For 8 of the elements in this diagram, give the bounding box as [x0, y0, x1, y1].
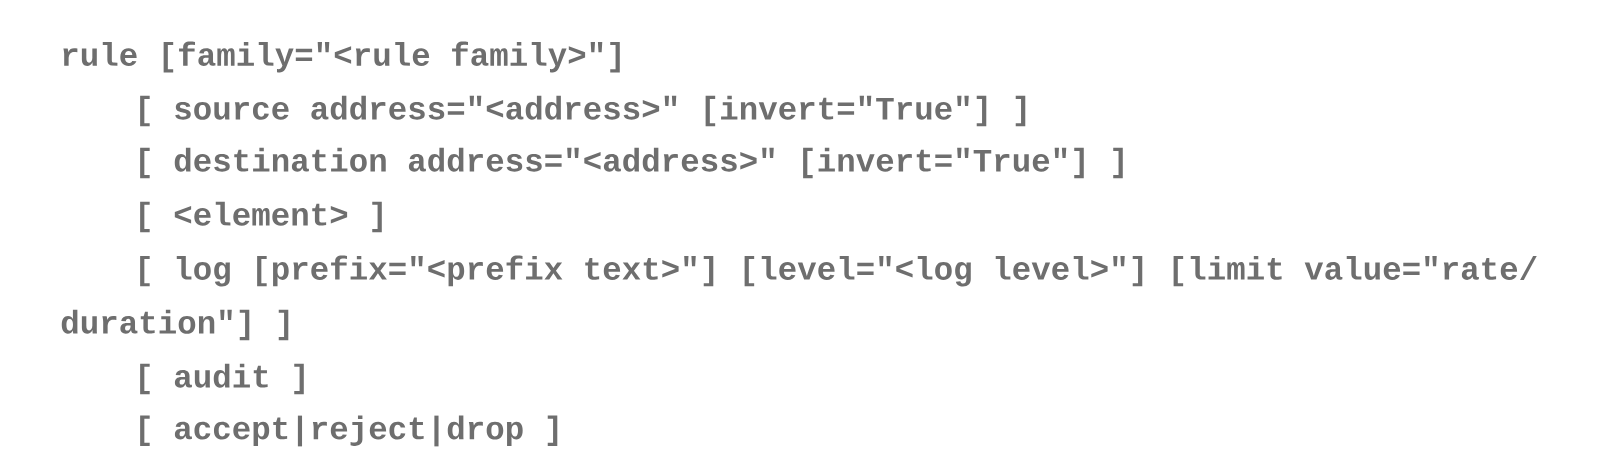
- code-line: duration"] ]: [61, 309, 289, 341]
- code-line: [ accept|reject|drop ]: [140, 415, 558, 447]
- code-line: [ log [prefix="<prefix text>"] [level="<log level>"] [limit value="rate/: [140, 255, 1537, 287]
- code-line: rule [family="<rule family>"]: [63, 41, 620, 73]
- code-line: [ <element> ]: [140, 201, 382, 233]
- code-line: [ destination address="<address>" [invert="True"] ]: [140, 147, 1123, 179]
- code-line: [ source address="<address>" [invert="True"] ]: [140, 95, 1026, 127]
- code-line: [ audit ]: [140, 363, 304, 395]
